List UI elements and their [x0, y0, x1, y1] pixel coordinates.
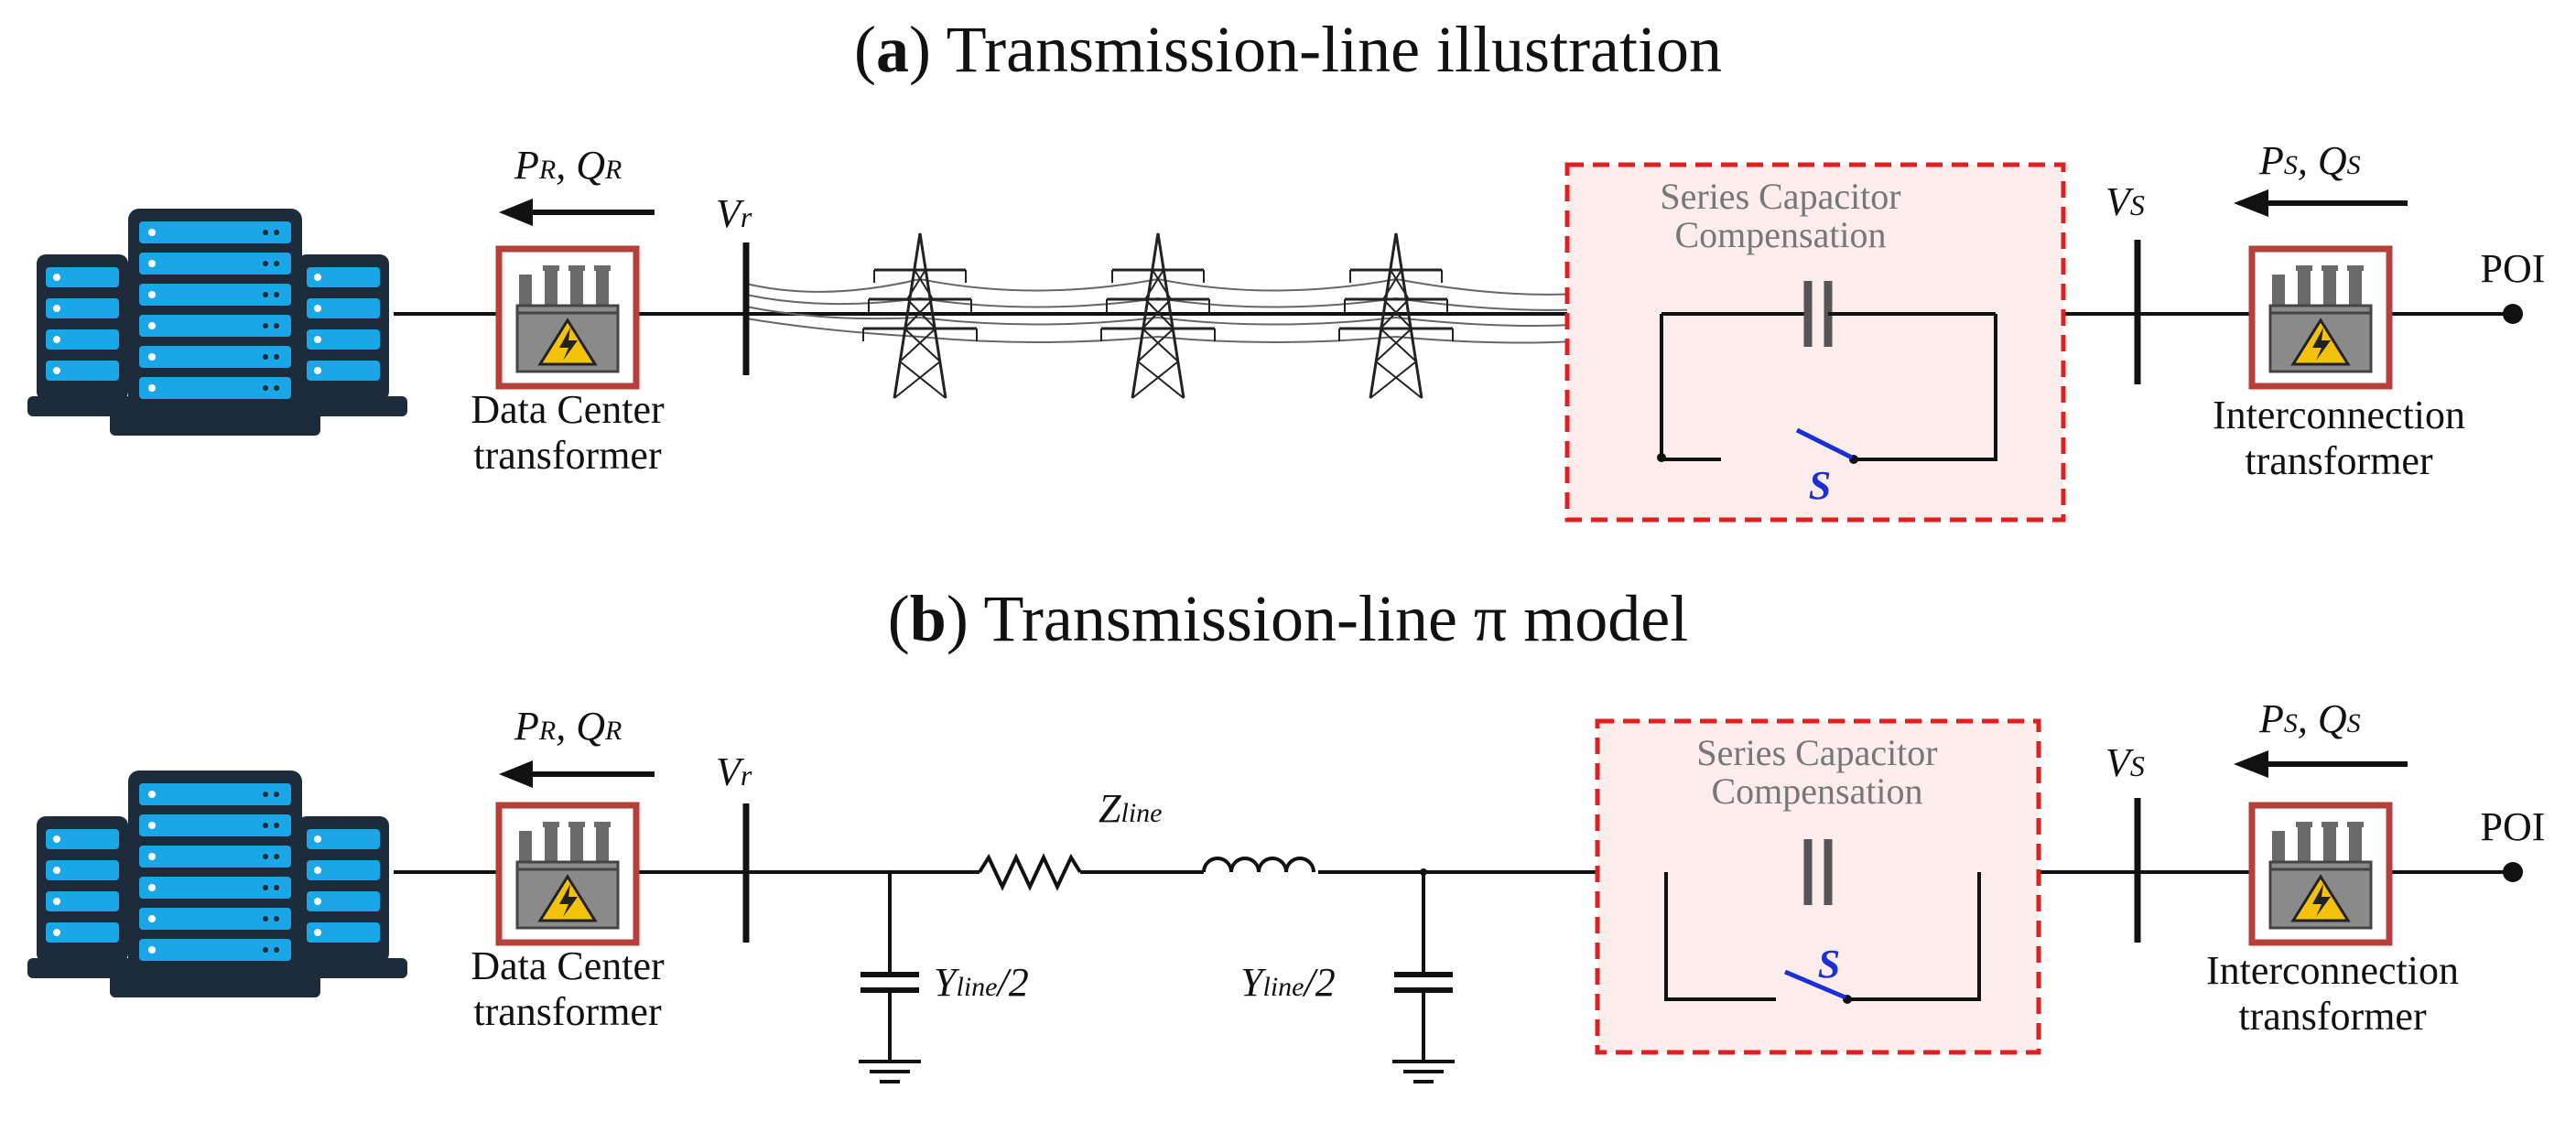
arrow-left-icon — [499, 760, 655, 788]
panel-a: (a) Transmission-line illustration PR, Q… — [27, 13, 2546, 523]
switch-label-a: S — [1809, 463, 1831, 508]
bypass-left-b — [1664, 872, 1776, 1001]
bus-vs-label-a: VS — [2105, 179, 2145, 224]
bus-vr-label-a: Vr — [716, 191, 752, 236]
y-right-label: Yline/2 — [1240, 960, 1336, 1005]
transformer-icon — [499, 805, 636, 943]
y-left-label: Yline/2 — [934, 960, 1029, 1005]
ground-icon — [1391, 1060, 1456, 1083]
compensation-label-b-line1: Series Capacitor — [1696, 732, 1937, 773]
arrow-left-icon — [2234, 750, 2408, 778]
server-rack-icon — [27, 771, 407, 997]
pq-send-label-a: PS, QS — [2258, 138, 2361, 183]
transformer-icon — [499, 249, 636, 386]
compensation-box-b — [1595, 718, 2041, 1055]
transformer-icon — [2252, 249, 2389, 386]
dc-transformer-label-b-line2: transformer — [473, 989, 662, 1034]
dc-transformer-label-a-line2: transformer — [473, 433, 662, 478]
bypass-right-a — [1854, 314, 1997, 461]
overhead-conductors — [745, 277, 1612, 344]
arrow-left-icon — [499, 199, 655, 226]
ic-transformer-label-a-line1: Interconnection — [2213, 393, 2465, 437]
bus-vs-label-b: VS — [2105, 740, 2145, 785]
pq-send-label-b: PS, QS — [2258, 696, 2361, 741]
poi-node-b — [2503, 862, 2523, 882]
switch-blade-b — [1784, 969, 1846, 1000]
ic-transformer-label-a-line2: transformer — [2245, 438, 2433, 483]
compensation-label-a-line2: Compensation — [1674, 214, 1886, 255]
ic-transformer-label-b-line1: Interconnection — [2206, 948, 2459, 993]
transformer-icon — [2252, 805, 2389, 943]
pq-receive-label-b: PR, QR — [514, 704, 622, 749]
switch-label-b: S — [1818, 942, 1840, 986]
bypass-right-b — [1849, 872, 1981, 1001]
panel-b: (b) Transmission-line π model PR, QR Vr … — [27, 582, 2546, 1083]
ground-icon — [857, 1060, 923, 1083]
poi-label-a: POI — [2481, 246, 2546, 291]
server-rack-icon — [27, 209, 407, 436]
dc-transformer-label-b-line1: Data Center — [471, 943, 665, 988]
poi-node-a — [2503, 304, 2523, 324]
compensation-label-b-line2: Compensation — [1711, 771, 1922, 812]
panel-b-title: (b) Transmission-line π model — [888, 582, 1688, 655]
z-line-label: Zline — [1099, 786, 1162, 831]
resistor-symbol — [978, 853, 1082, 891]
compensation-label-a-line1: Series Capacitor — [1660, 176, 1900, 217]
bus-vr-label-b: Vr — [716, 749, 752, 794]
poi-label-b: POI — [2481, 804, 2546, 849]
ic-transformer-label-b-line2: transformer — [2238, 994, 2427, 1039]
inductor-symbol — [1202, 857, 1315, 873]
switch-blade-a — [1795, 427, 1854, 460]
arrow-left-icon — [2234, 189, 2408, 217]
pq-receive-label-a: PR, QR — [514, 143, 622, 188]
panel-a-title: (a) Transmission-line illustration — [854, 13, 1722, 86]
dc-transformer-label-a-line1: Data Center — [471, 387, 665, 432]
